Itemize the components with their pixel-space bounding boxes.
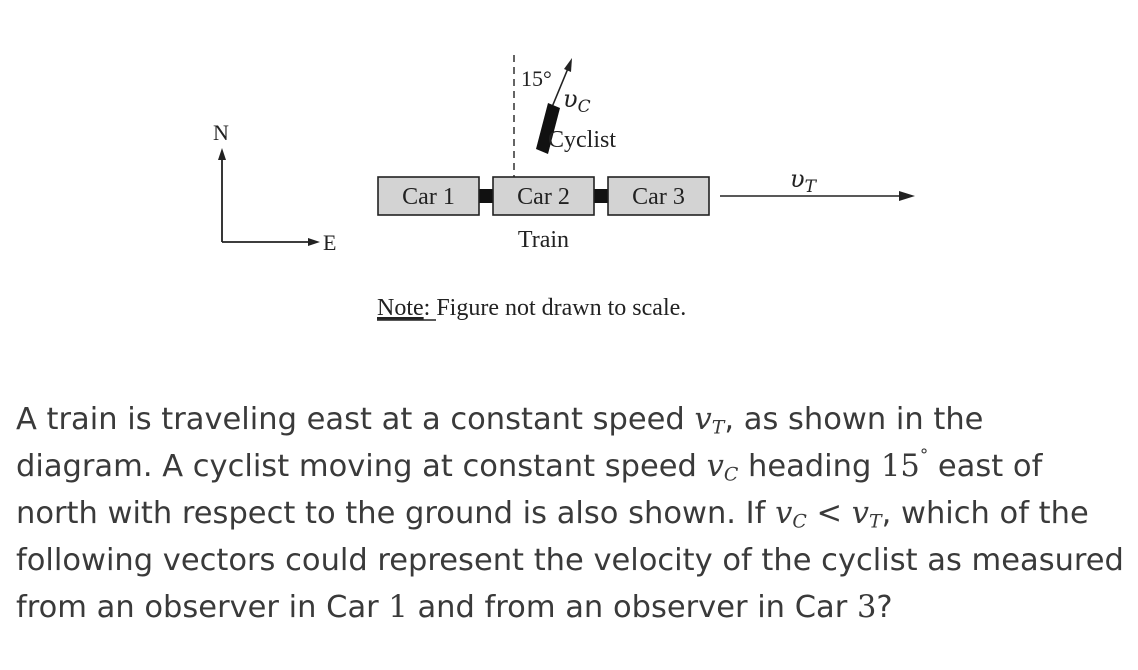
angle-label: 15° — [521, 66, 552, 91]
east-label: E — [323, 230, 336, 255]
cyclist-label: Cyclist — [548, 127, 616, 153]
train-velocity-arrowhead — [899, 191, 915, 201]
north-label: N — [213, 120, 229, 145]
car-2-box — [492, 176, 595, 216]
inequality-lhs: vC — [775, 496, 807, 531]
car-1-label: Car 1 — [402, 184, 455, 210]
figure-note: Note: Figure not drawn to scale. — [377, 295, 686, 321]
note-prefix: Note — [377, 295, 424, 321]
car-3-box — [607, 176, 710, 216]
v-symbol: v — [775, 496, 793, 531]
question-part-7: ? — [876, 590, 893, 625]
coupler-2-3 — [593, 189, 609, 203]
train: Car 1 Car 2 Car 3 Train — [377, 176, 710, 253]
cyclist-velocity-symbol: υ — [563, 85, 578, 113]
c-subscript: C — [723, 463, 739, 486]
car-number-1: 1 — [388, 590, 408, 625]
train-velocity-subscript: T — [805, 177, 818, 197]
question-part-2: , as shown in the diagram. A cyclist mov… — [16, 402, 984, 484]
t-subscript: T — [711, 416, 725, 439]
note-body: : Figure not drawn to scale. — [424, 295, 687, 321]
north-arrowhead — [218, 148, 226, 160]
train-speed-symbol: vT — [695, 402, 725, 437]
compass: N E — [213, 120, 336, 255]
figure-note-text: Note: Figure not drawn to scale. — [377, 295, 686, 321]
cyclist-group: 15° υC Cyclist — [513, 55, 616, 177]
degree-symbol: ° — [919, 444, 929, 465]
train-velocity-vector: υT — [720, 165, 915, 201]
cyclist-velocity-arrowhead — [564, 58, 572, 72]
less-than-sign: < — [806, 496, 852, 531]
question-part-3: heading — [738, 449, 882, 484]
cyclist-velocity-subscript: C — [578, 97, 591, 117]
cyclist-speed-symbol: vC — [707, 449, 739, 484]
coupler-1-2 — [478, 189, 494, 203]
v-symbol: v — [694, 402, 712, 437]
car-2-label: Car 2 — [517, 184, 570, 210]
question-part-5: , which of the following vectors could r… — [16, 496, 1124, 625]
question-part-4: east of north with respect to the ground… — [16, 449, 1043, 531]
east-arrowhead — [308, 238, 320, 246]
v-symbol: v — [706, 449, 724, 484]
train-label: Train — [518, 227, 569, 253]
question-text: A train is traveling east at a constant … — [16, 396, 1126, 631]
train-velocity-symbol: υ — [790, 165, 805, 193]
angle-value: 15 — [881, 449, 920, 484]
inequality-rhs: vT — [852, 496, 882, 531]
v-symbol: v — [851, 496, 869, 531]
train-velocity-label: υT — [790, 165, 818, 197]
car-number-3: 3 — [856, 590, 877, 625]
car-1-box — [377, 176, 480, 216]
c-subscript: C — [792, 510, 807, 533]
t-subscript: T — [869, 510, 882, 533]
question-part-1: A train is traveling east at a constant … — [16, 402, 695, 437]
cyclist-velocity-label: υC — [563, 85, 591, 117]
question-part-6: and from an observer in Car — [407, 590, 857, 625]
car-3-label: Car 3 — [632, 184, 685, 210]
cyclist-body — [536, 103, 560, 154]
physics-diagram: N E Car 1 Car 2 Car 3 Train υT 15° υC Cy… — [213, 55, 915, 321]
